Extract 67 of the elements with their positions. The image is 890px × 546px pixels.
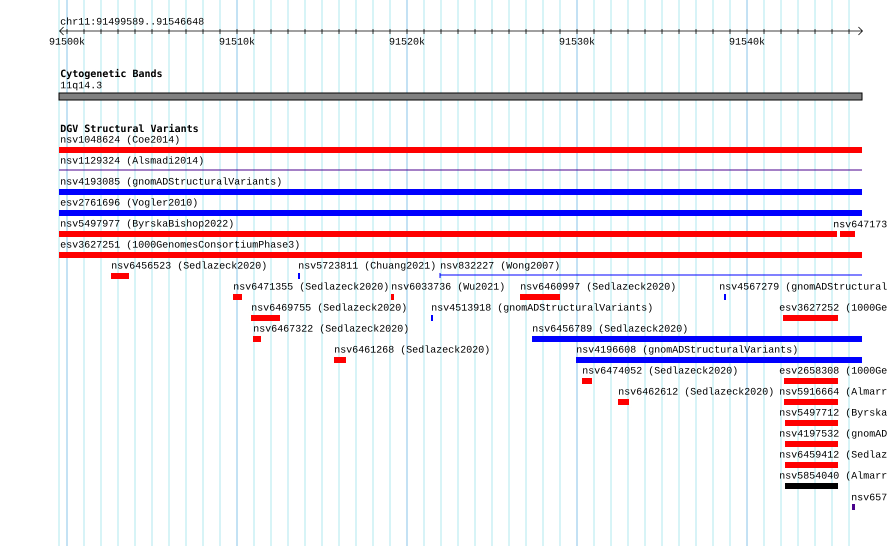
variant-feature: nsv5497712 (Byrska — [780, 408, 887, 426]
node-label: nsv6471355 (Sedlazeck2020) — [234, 282, 388, 292]
node-label: nsv6474052 (Sedlazeck2020) — [583, 366, 737, 376]
node-label: nsv6461268 (Sedlazeck2020) — [335, 345, 489, 355]
node-label: nsv6469755 (Sedlazeck2020) — [252, 303, 406, 313]
node-label: nsv4197532 (gnomAD — [780, 429, 887, 439]
variant-feature: esv2761696 (Vogler2010) — [59, 198, 862, 216]
tick-label: 91520k — [390, 37, 424, 45]
variant-feature: nsv6459412 (Sedlaz — [780, 450, 886, 468]
node-label: nsv6459412 (Sedlaz — [780, 450, 886, 460]
tick-label: 91510k — [220, 37, 254, 45]
variant-feature: nsv6461268 (Sedlazeck2020) — [334, 345, 489, 363]
variant-feature: nsv4567279 (gnomADStructural — [720, 282, 887, 300]
node-label: nsv6467322 (Sedlazeck2020) — [254, 324, 408, 334]
variant-feature: esv3627251 (1000GenomesConsortiumPhase3) — [59, 240, 862, 258]
node-label: nsv657 — [852, 494, 886, 500]
variant-feature: nsv647173 — [834, 220, 887, 237]
node-label: nsv5497712 (Byrska — [780, 408, 887, 418]
node-label: nsv647173 — [834, 220, 887, 228]
node-label: esv2761696 (Vogler2010) — [60, 198, 197, 208]
location-text: chr11:91499589..91546648 — [60, 17, 204, 25]
variant-feature: nsv1048624 (Coe2014) — [59, 135, 862, 153]
variant-feature: nsv6474052 (Sedlazeck2020) — [582, 366, 737, 384]
variant-feature: nsv4193085 (gnomADStructuralVariants) — [59, 177, 862, 195]
tick-label: 91530k — [560, 37, 594, 45]
node-label: nsv6033736 (Wu2021) — [392, 282, 504, 292]
variant-feature: nsv5916664 (Almarr — [780, 387, 886, 405]
variant-feature: nsv6456789 (Sedlazeck2020) — [532, 324, 862, 342]
variant-feature: nsv6462612 (Sedlazeck2020) — [618, 387, 773, 405]
node-label: nsv1048624 (Coe2014) — [61, 135, 179, 145]
variant-feature: nsv6033736 (Wu2021) — [391, 282, 504, 300]
variant-feature: nsv5854040 (Almarr — [780, 471, 886, 489]
node-label: nsv5723811 (Chuang2021) — [299, 261, 435, 271]
node-label: nsv4567279 (gnomADStructural — [720, 282, 887, 292]
node-label: esv2658308 (1000Ge — [780, 366, 887, 376]
node-label: esv3627251 (1000GenomesConsortiumPhase3) — [60, 240, 299, 250]
tick-label: 91540k — [730, 37, 764, 45]
node-label: 11q14.3 — [60, 82, 102, 90]
variant-feature: nsv6456523 (Sedlazeck2020) — [111, 261, 266, 279]
variant-feature: nsv6460997 (Sedlazeck2020) — [520, 282, 675, 300]
variant-feature: nsv5723811 (Chuang2021) — [298, 261, 435, 279]
variant-feature: esv2658308 (1000Ge — [780, 366, 887, 384]
tick-label: 91500k — [50, 37, 84, 45]
variant-feature: esv3627252 (1000Ge — [780, 303, 887, 321]
variant-feature: nsv657 — [852, 494, 886, 510]
node-label: nsv5916664 (Almarr — [780, 387, 886, 397]
node-label: nsv6456523 (Sedlazeck2020) — [112, 261, 266, 271]
track-heading: DGV Structural Variants — [60, 124, 198, 132]
cytoband-feature: 11q14.3 — [58, 82, 862, 100]
track-heading: Cytogenetic Bands — [60, 68, 162, 80]
node-label: nsv4513918 (gnomADStructuralVariants) — [432, 303, 652, 313]
node-label: nsv4193085 (gnomADStructuralVariants) — [61, 177, 281, 187]
node-label: nsv5854040 (Almarr — [780, 471, 886, 481]
variant-feature: nsv4196608 (gnomADStructuralVariants) — [576, 345, 862, 363]
variant-feature: nsv6471355 (Sedlazeck2020) — [233, 282, 388, 300]
node-label: nsv6462612 (Sedlazeck2020) — [619, 387, 773, 397]
node-label: nsv4196608 (gnomADStructuralVariants) — [577, 345, 797, 355]
variant-feature: nsv4513918 (gnomADStructuralVariants) — [431, 303, 652, 321]
variant-feature: nsv6467322 (Sedlazeck2020) — [253, 324, 408, 342]
variant-feature: nsv4197532 (gnomAD — [780, 429, 887, 447]
node-label: nsv6456789 (Sedlazeck2020) — [533, 324, 687, 334]
variant-feature: nsv6469755 (Sedlazeck2020) — [251, 303, 406, 321]
node-label: nsv5497977 (ByrskaBishop2022) — [61, 219, 233, 229]
variant-feature: nsv1129324 (Alsmadi2014) — [58, 156, 862, 170]
node-label: nsv6460997 (Sedlazeck2020) — [521, 282, 675, 292]
node-label: esv3627252 (1000Ge — [780, 303, 887, 313]
variant-feature: nsv832227 (Wong2007) — [440, 261, 862, 278]
